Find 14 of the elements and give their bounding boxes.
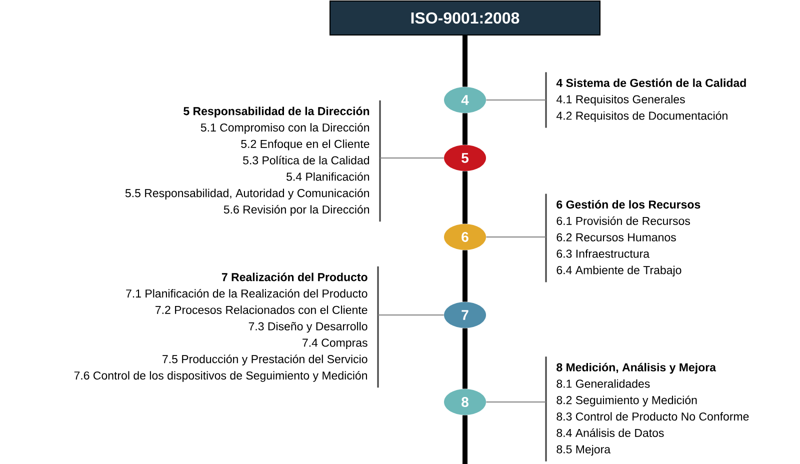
section-list: 7 Realización del Producto 7.1 Planificación de la Realización del Producto 7.2 Procesos Relacionados con el Cliente 7.3 Diseño y Desarrollo 7.4 Compras 7.5 Producción y Prestación del Servicio 7.6 Control de los dispositivos de Seguimiento y Medición <box>74 266 379 388</box>
section-list: 4 Sistema de Gestión de la Calidad 4.1 Requisitos Generales 4.2 Requisitos de Documentación <box>545 72 746 128</box>
timeline-spine <box>462 171 468 224</box>
timeline-spine <box>462 328 468 389</box>
connector-line <box>486 236 546 238</box>
timeline-spine <box>462 113 468 145</box>
connector-line <box>378 314 444 316</box>
title-box: ISO-9001:2008 <box>330 0 600 36</box>
timeline-spine <box>462 36 468 87</box>
section-list: 5 Responsabilidad de la Dirección 5.1 Compromiso con la Dirección 5.2 Enfoque en el Cliente 5.3 Política de la Calidad 5.4 Planificación 5.5 Responsabilidad, Autoridad y Comunicación 5.6 Revisión por la Dirección <box>125 100 381 222</box>
section-list: 8 Medición, Análisis y Mejora 8.1 Generalidades 8.2 Seguimiento y Medición 8.3 Control de Producto No Conforme 8.4 Análisis de Datos 8.5 Mejora <box>545 356 749 462</box>
timeline-spine <box>462 415 468 464</box>
timeline-spine <box>462 250 468 302</box>
section-list: 6 Gestión de los Recursos 6.1 Provisión de Recursos 6.2 Recursos Humanos 6.3 Infraestructura 6.4 Ambiente de Trabajo <box>545 194 700 282</box>
